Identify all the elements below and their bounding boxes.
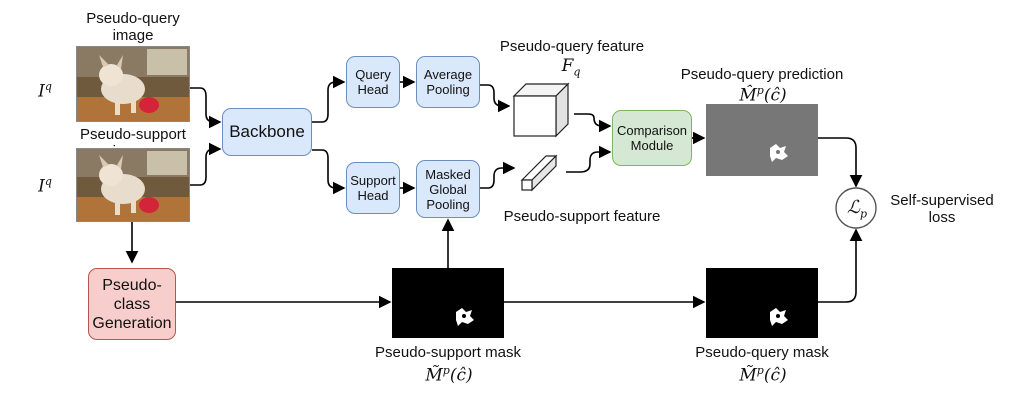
loss-circle: [835, 187, 877, 229]
pseudo-query-image: [76, 46, 190, 122]
support-feature-vector: [520, 154, 558, 192]
arrow-query-mask-to-loss: [818, 228, 863, 303]
arrow-query-feature-to-comparison: [574, 113, 612, 133]
backbone-block: Backbone: [222, 108, 312, 156]
average-pooling-label: Average Pooling: [423, 67, 473, 97]
support-head-block: Support Head: [346, 162, 400, 214]
dog-mask-shape-icon: [456, 308, 474, 326]
dog-photo-icon: [77, 47, 189, 121]
query-mask-symbol: M̃p(ĉ): [739, 364, 787, 386]
query-head-label: Query Head: [355, 67, 391, 97]
support-mask-symbol: M̃p(ĉ): [425, 364, 473, 386]
arrow-support-image-to-backbone: [190, 142, 222, 186]
dog-mask-shape-icon: [770, 144, 788, 162]
arrow-backbone-to-support-head: [312, 149, 346, 195]
backbone-label: Backbone: [229, 122, 305, 141]
query-image-caption: Pseudo-query image: [86, 10, 180, 44]
arrow-masked-pooling-to-support-feature: [480, 161, 516, 189]
pseudo-class-generation-label: Pseudo-class Generation: [92, 276, 172, 332]
arrow-average-pooling-to-query-feature: [480, 84, 511, 113]
average-pooling-block: Average Pooling: [416, 56, 480, 108]
pseudo-query-mask: [706, 268, 818, 338]
comparison-module-block: Comparison Module: [612, 110, 692, 166]
pseudo-class-generation-block: Pseudo-class Generation: [88, 268, 176, 340]
support-feature-label: Pseudo-support feature: [503, 208, 661, 225]
pseudo-support-mask: [392, 268, 504, 338]
query-feature-cube: [512, 82, 570, 138]
arrow-backbone-to-query-head: [312, 75, 346, 123]
comparison-module-label: Comparison Module: [616, 123, 688, 153]
query-head-block: Query Head: [346, 56, 400, 108]
dog-photo-icon: [77, 149, 189, 221]
support-mask-label: Pseudo-support mask: [375, 344, 521, 361]
pseudo-query-prediction-map: [706, 104, 818, 176]
arrow-support-feature-to-comparison: [566, 145, 612, 173]
arrow-prediction-to-loss: [818, 137, 863, 188]
dog-mask-shape-icon: [770, 308, 788, 326]
pseudo-support-image: [76, 148, 190, 222]
query-feature-symbol: Fq: [561, 56, 581, 79]
arrow-query-image-to-backbone: [190, 87, 222, 129]
query-mask-label: Pseudo-query mask: [695, 344, 829, 361]
masked-global-pooling-block: Masked Global Pooling: [416, 160, 480, 218]
prediction-label: Pseudo-query prediction: [680, 66, 844, 83]
prediction-symbol: M̂p(ĉ): [739, 84, 787, 106]
loss-symbol: ℒp: [846, 197, 867, 221]
query-feature-label: Pseudo-query feature: [499, 38, 645, 55]
support-image-symbol: Iq: [38, 175, 52, 197]
masked-global-pooling-label: Masked Global Pooling: [425, 166, 471, 212]
loss-label: Self-supervised loss: [890, 192, 994, 226]
query-image-symbol: Iq: [38, 80, 52, 102]
support-head-label: Support Head: [350, 173, 396, 203]
